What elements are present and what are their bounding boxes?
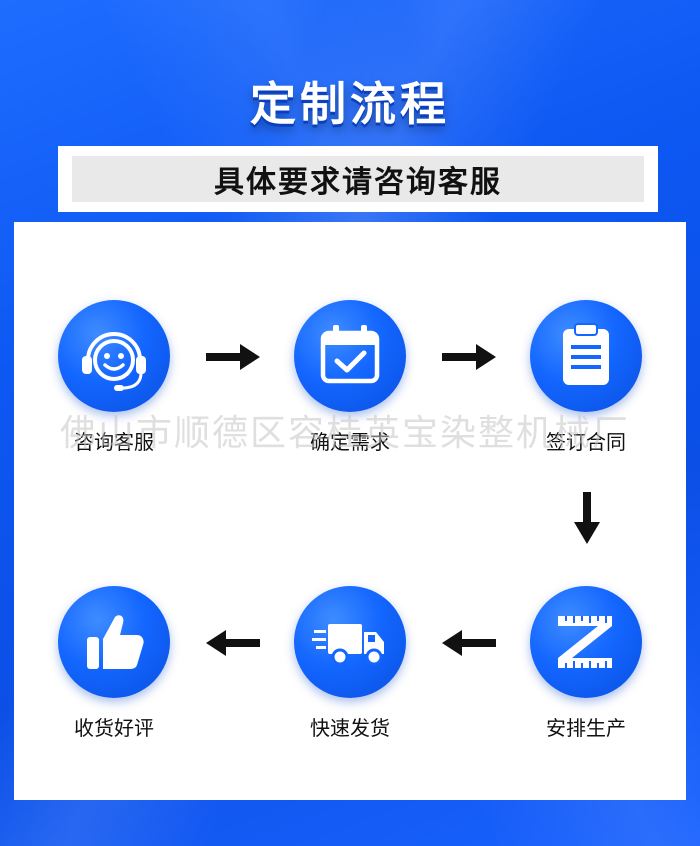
arrow-right-icon — [206, 344, 260, 370]
clipboard-icon — [530, 300, 642, 412]
step-label: 快速发货 — [310, 716, 390, 740]
step-label: 收货好评 — [74, 716, 154, 740]
arrow-down-icon — [574, 492, 600, 544]
step-label: 安排生产 — [546, 716, 626, 740]
step-label: 咨询客服 — [74, 430, 154, 454]
step-consult: 咨询客服 — [44, 300, 184, 455]
arrow-left-icon — [206, 630, 260, 656]
arrow-left-icon — [442, 630, 496, 656]
step-confirm-needs: 确定需求 — [280, 300, 420, 455]
step-label: 签订合同 — [546, 430, 626, 454]
arrow-right-icon — [442, 344, 496, 370]
step-positive-review: 收货好评 — [44, 586, 184, 741]
subtitle-banner: 具体要求请咨询客服 — [58, 146, 658, 212]
thumbs-up-icon — [58, 586, 170, 698]
step-sign-contract: 签订合同 — [516, 300, 656, 455]
watermark-text: 佛山市顺德区容桂英宝染整机械厂 — [60, 413, 631, 454]
ruler-z-icon — [530, 586, 642, 698]
calendar-check-icon — [294, 300, 406, 412]
process-panel: 咨询客服 确定需求 — [14, 222, 686, 800]
step-fast-delivery: 快速发货 — [280, 586, 420, 741]
subtitle-text: 具体要求请咨询客服 — [72, 156, 644, 202]
headset-smiley-icon — [58, 300, 170, 412]
step-label: 确定需求 — [310, 430, 390, 454]
step-arrange-production: 安排生产 — [516, 586, 656, 741]
delivery-truck-icon — [294, 586, 406, 698]
page-title: 定制流程 — [250, 77, 450, 131]
